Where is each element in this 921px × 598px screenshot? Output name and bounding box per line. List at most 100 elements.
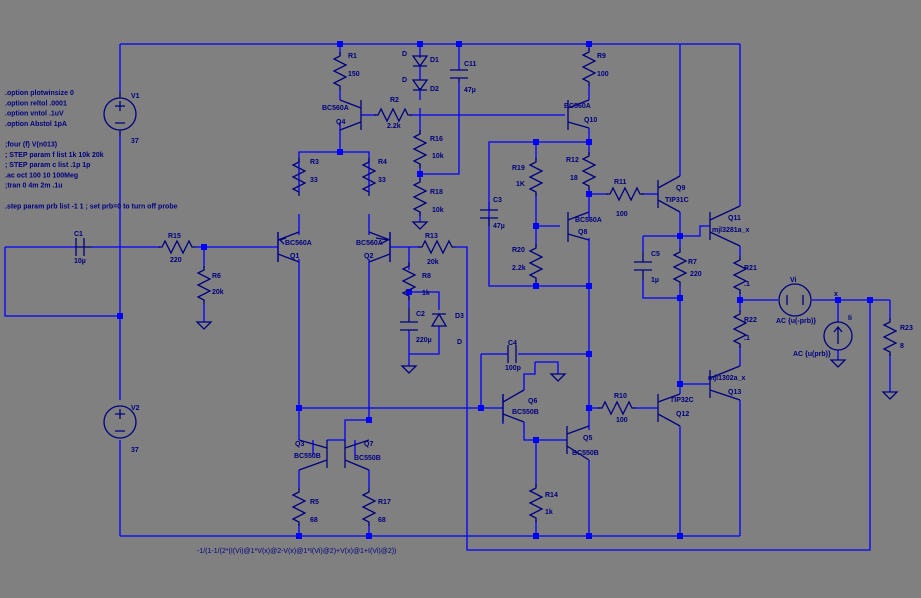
resistor-r17[interactable]	[362, 487, 376, 527]
svg-text:20k: 20k	[212, 289, 224, 296]
directive-line: .option plotwinsize 0	[5, 90, 74, 97]
resistor-r20[interactable]	[529, 243, 543, 283]
svg-text:R6: R6	[212, 273, 221, 280]
svg-text:BC560A: BC560A	[564, 103, 591, 110]
resistor-r7[interactable]	[673, 247, 687, 287]
resistor-r18[interactable]	[413, 177, 427, 217]
transistor-q4[interactable]	[339, 99, 362, 131]
resistor-r1[interactable]	[333, 51, 347, 91]
directive-line: ;tran 0 4m 2m .1u	[5, 183, 63, 190]
transistor-q13[interactable]	[709, 365, 741, 401]
transistor-q3[interactable]	[298, 439, 328, 471]
resistor-r21[interactable]	[733, 255, 747, 295]
svg-text:x: x	[834, 291, 838, 298]
svg-text:C2: C2	[416, 311, 425, 318]
svg-text:R9: R9	[597, 53, 606, 60]
svg-text:100: 100	[597, 71, 609, 78]
svg-text:R23: R23	[900, 325, 913, 332]
transistor-q1[interactable]	[277, 231, 300, 263]
diode-d1[interactable]	[411, 55, 429, 68]
transistor-q6[interactable]	[502, 389, 525, 423]
voltage-source-v2[interactable]	[103, 405, 137, 439]
resistor-r22[interactable]	[733, 309, 747, 349]
svg-text:33: 33	[310, 177, 318, 184]
resistor-r19[interactable]	[529, 157, 543, 197]
capacitor-c3[interactable]	[480, 209, 498, 226]
svg-text:150: 150	[348, 71, 360, 78]
spice-directives: .option plotwinsize 0 .option reltol .000…	[5, 90, 178, 210]
resistor-r16[interactable]	[413, 129, 427, 169]
svg-text:R11: R11	[614, 179, 627, 186]
svg-text:Q5: Q5	[583, 435, 592, 442]
capacitor-c4[interactable]	[507, 345, 517, 363]
diode-d3[interactable]	[430, 312, 448, 327]
svg-text:D1: D1	[430, 57, 439, 64]
svg-text:220: 220	[690, 271, 702, 278]
capacitor-c5[interactable]	[634, 252, 652, 280]
transistor-q7[interactable]	[344, 439, 370, 471]
svg-text:Q2: Q2	[364, 253, 373, 260]
capacitor-c1[interactable]	[75, 238, 92, 256]
resistor-r6[interactable]	[197, 265, 211, 305]
bode-formula: -1/(1-1/(2*(I(Vi)@1*V(x)@2-V(x)@1*I(Vi)@…	[197, 548, 396, 555]
voltage-source-vi[interactable]	[778, 283, 812, 317]
svg-text:R13: R13	[425, 233, 438, 240]
transistor-q5[interactable]	[566, 425, 590, 461]
transistor-q11[interactable]	[709, 205, 741, 247]
svg-text:Q7: Q7	[364, 441, 373, 448]
svg-text:R12: R12	[566, 157, 579, 164]
directive-line: ; STEP param c list .1p 1p	[5, 162, 90, 169]
svg-text:37: 37	[131, 138, 139, 145]
directive-line: ; STEP param f list 1k 10k 20k	[5, 152, 104, 159]
capacitor-c2[interactable]	[400, 308, 418, 331]
resistor-r10[interactable]	[597, 401, 637, 415]
svg-text:20k: 20k	[427, 259, 439, 266]
svg-text:Q12: Q12	[676, 411, 689, 418]
transistor-q10[interactable]	[567, 99, 590, 130]
svg-text:C4: C4	[508, 340, 517, 347]
svg-text:BC560A: BC560A	[356, 240, 383, 247]
svg-text:.1: .1	[744, 335, 750, 342]
transistor-q8[interactable]	[567, 211, 590, 242]
resistor-r13[interactable]	[417, 240, 457, 254]
svg-text:10k: 10k	[432, 153, 444, 160]
resistor-r11[interactable]	[605, 187, 645, 201]
svg-text:1k: 1k	[545, 509, 553, 516]
resistor-r12[interactable]	[582, 151, 596, 191]
resistor-r23[interactable]	[883, 317, 897, 357]
svg-text:Q10: Q10	[584, 117, 597, 124]
current-source-ii[interactable]	[823, 321, 853, 351]
svg-text:BC560A: BC560A	[285, 240, 312, 247]
svg-text:2.2k: 2.2k	[387, 123, 401, 130]
svg-text:R8: R8	[422, 273, 431, 280]
transistor-q2[interactable]	[368, 231, 391, 263]
voltage-source-v1[interactable]	[103, 92, 137, 136]
svg-text:R4: R4	[378, 159, 387, 166]
svg-text:R17: R17	[378, 499, 391, 506]
transistor-q12[interactable]	[657, 393, 681, 427]
resistor-r9[interactable]	[582, 47, 596, 87]
svg-text:mjl3281a_x: mjl3281a_x	[712, 227, 749, 234]
svg-text:Q1: Q1	[290, 253, 299, 260]
svg-text:D2: D2	[430, 86, 439, 93]
svg-text:18: 18	[570, 175, 578, 182]
svg-text:8: 8	[900, 343, 904, 350]
svg-text:mjl1302a_x: mjl1302a_x	[708, 375, 745, 382]
resistor-r5[interactable]	[292, 487, 306, 527]
svg-text:R19: R19	[512, 165, 525, 172]
component-labels: V1 37 V2 37 R1 150 R2 2.2k R3 33 R4 33 R…	[74, 51, 913, 524]
transistor-q9[interactable]	[657, 175, 681, 213]
svg-text:Q11: Q11	[728, 215, 741, 222]
resistor-r15[interactable]	[157, 240, 197, 254]
svg-text:.1: .1	[744, 281, 750, 288]
resistor-r2[interactable]	[373, 108, 413, 122]
svg-text:68: 68	[310, 517, 318, 524]
directive-line: .option reltol .0001	[5, 100, 67, 107]
svg-text:1k: 1k	[422, 290, 430, 297]
resistor-r14[interactable]	[529, 483, 543, 523]
svg-text:Q4: Q4	[336, 119, 345, 126]
svg-text:Q9: Q9	[676, 185, 685, 192]
diode-d2[interactable]	[411, 79, 429, 92]
capacitor-c11[interactable]	[450, 69, 468, 82]
svg-text:C11: C11	[464, 61, 477, 68]
